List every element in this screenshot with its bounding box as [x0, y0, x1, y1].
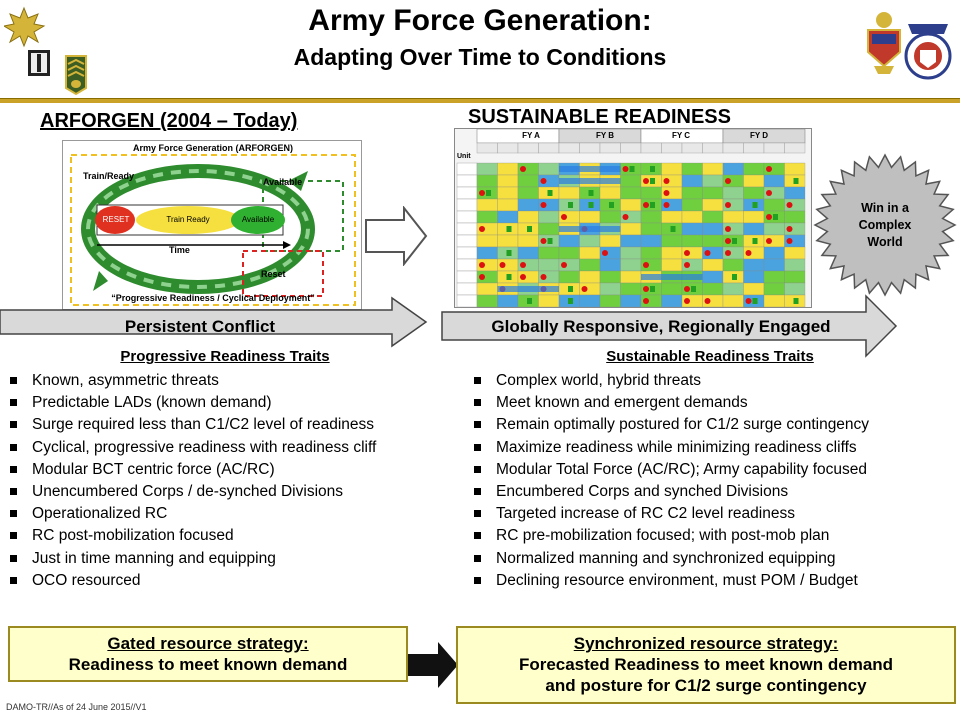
diagram-time-label: Time — [169, 245, 190, 255]
globally-responsive-band — [441, 294, 898, 358]
trait-item: Modular BCT centric force (AC/RC) — [6, 459, 452, 481]
rank-insignia-group — [2, 4, 94, 96]
grid-fy-b: FY B — [595, 131, 615, 140]
trait-item: Just in time manning and equipping — [6, 548, 452, 570]
win-complex-world-badge: Win in a Complex World — [812, 152, 958, 298]
trait-item: Surge required less than C1/C2 level of … — [6, 414, 452, 436]
trait-item: Meet known and emergent demands — [470, 392, 956, 414]
diagram-bar-reset: RESET — [102, 215, 130, 224]
gated-strategy-text: Readiness to meet known demand — [68, 655, 348, 674]
starburst-icon — [813, 153, 957, 297]
major-leaf-icon — [2, 6, 87, 96]
transition-arrow-icon — [365, 206, 428, 266]
grid-fy-c: FY C — [671, 131, 691, 140]
grid-unit-label: Unit — [457, 153, 471, 160]
persistent-conflict-band — [0, 296, 428, 348]
trait-item: Modular Total Force (AC/RC); Army capabi… — [470, 459, 956, 481]
sustainable-traits-list: Complex world, hybrid threats Meet known… — [470, 370, 956, 592]
page-title: Army Force Generation: — [308, 4, 652, 37]
synchronized-strategy-title: Synchronized resource strategy: — [573, 634, 839, 653]
page-subtitle: Adapting Over Time to Conditions — [293, 44, 667, 70]
progressive-traits-heading: Progressive Readiness Traits — [120, 348, 330, 365]
title-divider — [0, 98, 960, 103]
synchronized-strategy-text-1: Forecasted Readiness to meet known deman… — [518, 655, 894, 674]
trait-item: Known, asymmetric threats — [6, 370, 452, 392]
arforgen-cycle-graphic — [70, 154, 356, 306]
arforgen-diagram: Army Force Generation (ARFORGEN) Train/R… — [62, 140, 362, 310]
diagram-label-reset: Reset — [261, 269, 286, 279]
trait-item: Normalized manning and synchronized equi… — [470, 548, 956, 570]
arforgen-heading: ARFORGEN (2004 – Today) — [40, 110, 298, 132]
progressive-traits-list: Known, asymmetric threats Predictable LA… — [6, 370, 452, 592]
trait-item: Maximize readiness while minimizing read… — [470, 437, 956, 459]
trait-item: Cyclical, progressive readiness with rea… — [6, 437, 452, 459]
sustainable-readiness-chart: Unit FY A FY B FY C FY D — [454, 128, 812, 308]
trait-item: Targeted increase of RC C2 level readine… — [470, 503, 956, 525]
persistent-conflict-label: Persistent Conflict — [124, 317, 276, 336]
sustainable-traits-heading: Sustainable Readiness Traits — [606, 348, 814, 365]
footer-classification: DAMO-TR//As of 24 June 2015//V1 — [6, 702, 147, 712]
grid-fy-a: FY A — [522, 131, 540, 140]
trait-item: OCO resourced — [6, 570, 452, 592]
badge-text: Win in a Complex World — [858, 201, 912, 249]
diagram-label-train-ready: Train/Ready — [83, 171, 135, 181]
diagram-title: Army Force Generation (ARFORGEN) — [132, 143, 294, 153]
trait-item: RC post-mobilization focused — [6, 525, 452, 547]
grid-fy-d: FY D — [749, 131, 769, 140]
strategy-arrow-icon — [408, 642, 458, 688]
diagram-bar-train: Train Ready — [166, 215, 210, 224]
diagram-bar-available: Available — [241, 215, 275, 224]
trait-item: RC pre-mobilization focused; with post-m… — [470, 525, 956, 547]
trait-item: Declining resource environment, must POM… — [470, 570, 956, 592]
trait-item: Operationalized RC — [6, 503, 452, 525]
crest-icon — [867, 12, 952, 80]
trait-item: Complex world, hybrid threats — [470, 370, 956, 392]
unit-crests — [860, 4, 958, 94]
diagram-label-available: Available — [263, 177, 303, 187]
synchronized-strategy-text-2: and posture for C1/2 surge contingency — [545, 676, 867, 695]
gated-strategy-title: Gated resource strategy: — [107, 634, 309, 653]
synchronized-strategy-box: Synchronized resource strategy: Forecast… — [456, 626, 956, 704]
trait-item: Remain optimally postured for C1/2 surge… — [470, 414, 956, 436]
trait-item: Encumbered Corps and synched Divisions — [470, 481, 956, 503]
trait-item: Unencumbered Corps / de-synched Division… — [6, 481, 452, 503]
sustainable-readiness-heading: SUSTAINABLE READINESS — [468, 106, 731, 128]
gated-strategy-box: Gated resource strategy: Readiness to me… — [8, 626, 408, 682]
readiness-grid-graphic — [456, 128, 806, 308]
diagram-caption: “Progressive Readiness / Cyclical Deploy… — [111, 293, 315, 303]
trait-item: Predictable LADs (known demand) — [6, 392, 452, 414]
globally-responsive-label: Globally Responsive, Regionally Engaged — [491, 317, 831, 336]
